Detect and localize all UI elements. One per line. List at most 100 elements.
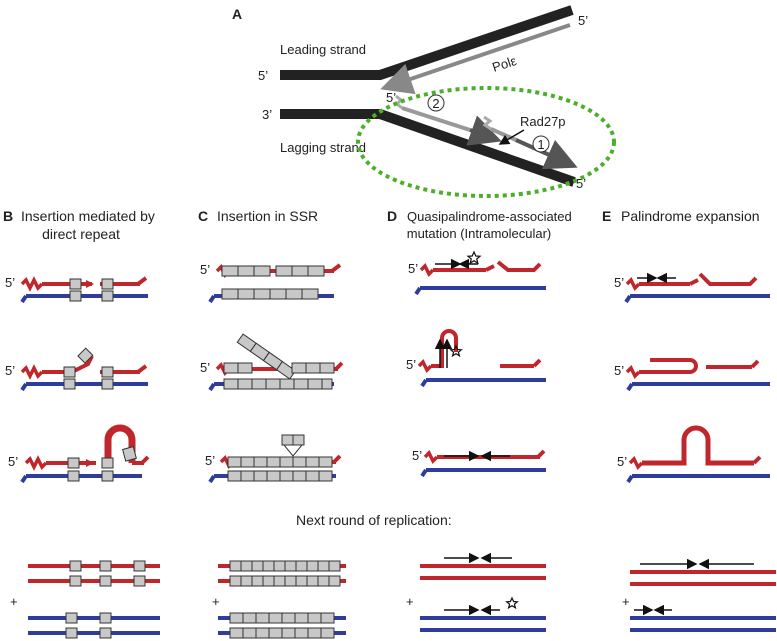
- panel-e-row1-template-end: [624, 294, 632, 304]
- panel-e-row2-template-end: [626, 382, 634, 392]
- panel-d-row1-mutation-star-icon: [466, 250, 482, 265]
- ssr-unit: [279, 378, 295, 390]
- ssr-unit: [251, 378, 267, 390]
- ssr-unit: [266, 470, 281, 482]
- panel-c-row1-ssr-top: [221, 265, 325, 277]
- ssr-unit: [275, 265, 293, 277]
- repeat-box: [133, 575, 146, 587]
- ssr-unit: [328, 575, 341, 587]
- panel-c-row3-template-end: [208, 474, 216, 484]
- panel-b-row2-daughter-end: [136, 364, 148, 374]
- panel-b: 5’ 5’ 5’: [5, 275, 150, 484]
- panel-e-row3-zigzag: [628, 456, 644, 470]
- panel-b-row2-repeat-1: [63, 366, 76, 378]
- ssr-unit: [291, 362, 307, 374]
- ssr-unit: [306, 575, 319, 587]
- panel-c-row3-ssr-bottom: [227, 470, 333, 482]
- ssr-unit: [237, 362, 253, 374]
- ssr-unit: [279, 456, 294, 468]
- panel-a-letter: A: [232, 6, 242, 22]
- step-1-number: 1: [537, 137, 544, 152]
- panel-e-row1-daughter-b: [698, 272, 758, 286]
- panel-d-row1-template-end: [414, 286, 422, 296]
- repeat-box: [69, 575, 82, 587]
- panel-d-row2-mutation-star-icon: [449, 344, 463, 358]
- next-c-ssr-blue: [229, 612, 335, 639]
- panel-b-row3-template-repeat-2: [101, 470, 114, 482]
- panel-b-letter: B: [3, 208, 13, 224]
- panel-d-row3-zigzag: [423, 450, 439, 464]
- repeat-box: [99, 560, 112, 572]
- ssr-unit: [307, 627, 322, 639]
- ssr-unit: [237, 378, 253, 390]
- ssr-unit: [295, 575, 308, 587]
- panel-b-row2-zigzag: [20, 364, 44, 380]
- panel-b-row2-template-end: [20, 382, 28, 392]
- okazaki-fragment-1: [490, 127, 517, 142]
- ssr-unit: [273, 575, 286, 587]
- pol-epsilon-label: Polε: [490, 53, 518, 75]
- panel-b-row3-daughter-tip: [86, 459, 94, 467]
- ssr-unit: [281, 612, 296, 624]
- ssr-unit: [268, 612, 283, 624]
- next-c-ssr-red: [229, 560, 341, 587]
- panel-b-row1-template-repeat-2: [101, 290, 114, 302]
- repeat-box: [99, 612, 112, 624]
- panel-b-row3-repeat-2: [101, 457, 114, 469]
- okazaki-flap-1: [482, 115, 493, 131]
- ssr-unit: [251, 560, 264, 572]
- panel-b-row3-5prime: 5’: [8, 454, 18, 469]
- ssr-unit: [251, 575, 264, 587]
- ssr-unit: [262, 575, 275, 587]
- repeat-box: [69, 560, 82, 572]
- okazaki-arrow-1: [515, 138, 578, 170]
- panel-c-row1-5prime: 5’: [200, 262, 210, 277]
- ssr-unit: [253, 470, 268, 482]
- ssr-unit: [317, 575, 330, 587]
- panel-b-row1-5prime: 5’: [5, 275, 15, 290]
- ssr-unit: [223, 378, 239, 390]
- ssr-unit: [240, 560, 253, 572]
- leading-5prime-label: 5’: [258, 68, 268, 83]
- okazaki-flap-2: [394, 94, 404, 110]
- ssr-unit: [285, 288, 303, 300]
- panel-d-row2-zigzag: [417, 359, 433, 373]
- panel-b-title-line2: direct repeat: [42, 226, 120, 242]
- panel-d-row3-daughter-end: [536, 449, 546, 459]
- okazaki-arrow-2: [466, 115, 502, 146]
- panel-b-row3-template-repeat-1: [67, 470, 80, 482]
- panel-e-row1-zigzag: [625, 277, 641, 291]
- next-round-d: +: [406, 552, 546, 632]
- replication-fork-highlight-ellipse: [356, 86, 616, 198]
- panel-c-row2-ssr-slipped: [236, 333, 297, 380]
- panel-c: 5’ 5’ 5’: [200, 262, 344, 484]
- ssr-unit: [328, 560, 341, 572]
- panel-c-row3-ssr-top: [227, 456, 333, 468]
- ssr-unit: [307, 265, 325, 277]
- okazaki-fragment-2: [401, 106, 471, 132]
- panel-c-row3-daughter-end: [332, 454, 342, 464]
- next-e-plus: +: [622, 594, 630, 609]
- panel-d-title-line1: Quasipalindrome-associated: [407, 209, 572, 224]
- panel-e-row3-5prime: 5’: [617, 454, 627, 469]
- ssr-unit: [268, 627, 283, 639]
- ssr-unit: [265, 378, 281, 390]
- panel-d-row2-daughter-b-end: [532, 358, 542, 368]
- okazaki-5prime-label: 5’: [386, 90, 396, 105]
- ssr-unit: [229, 560, 242, 572]
- repeat-box: [99, 627, 112, 639]
- ssr-unit: [279, 470, 294, 482]
- leading-fork-strand: [280, 5, 574, 80]
- ssr-unit: [253, 265, 271, 277]
- repeat-box: [65, 627, 78, 639]
- top-5prime-label: 5’: [578, 13, 588, 28]
- panel-b-row1-repeat-2: [101, 278, 114, 290]
- panel-d-letter: D: [387, 208, 397, 224]
- ssr-unit: [307, 612, 322, 624]
- panel-b-row3-daughter-end: [140, 455, 150, 465]
- panel-e-title: Palindrome expansion: [621, 208, 760, 224]
- ssr-unit: [242, 627, 257, 639]
- next-round-e: +: [622, 558, 776, 632]
- lagging-fork-strand: [280, 109, 576, 187]
- ssr-unit: [255, 612, 270, 624]
